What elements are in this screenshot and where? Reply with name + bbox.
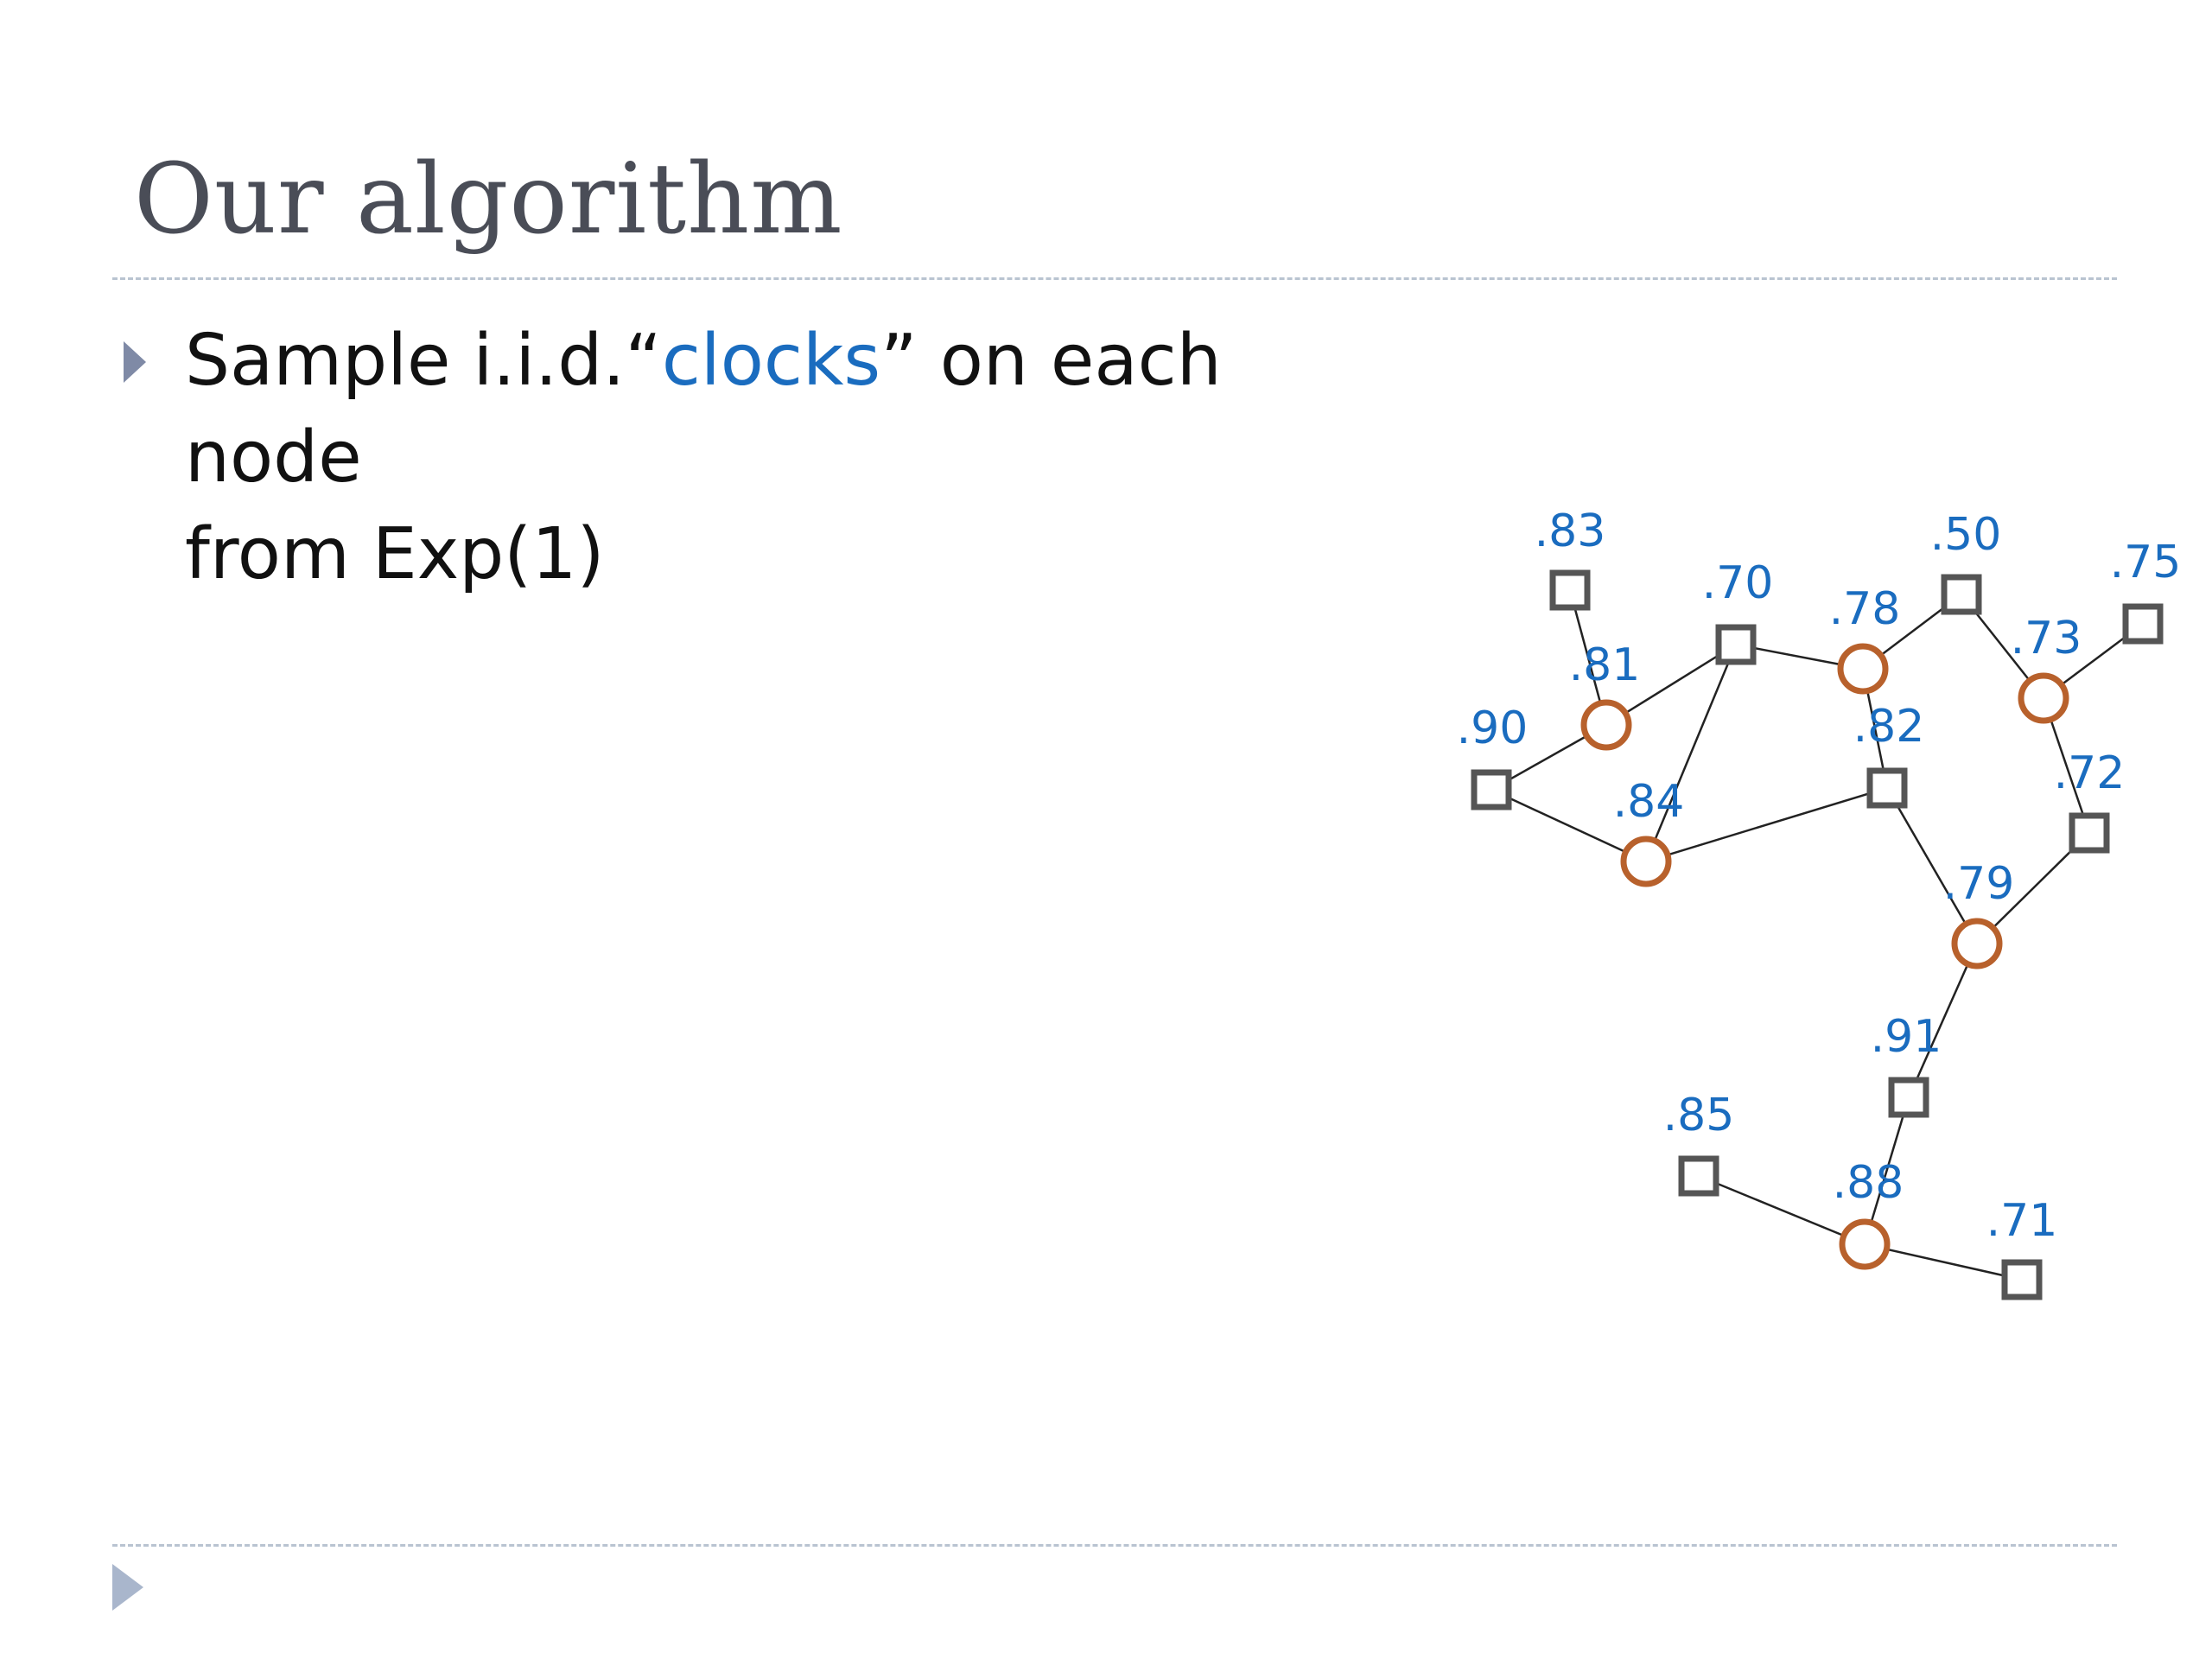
edge-n82-n79 — [1885, 787, 1979, 944]
circle-node-n79 — [1951, 918, 2003, 969]
bullet-text-prefix: Sample i.i.d.“ — [185, 320, 662, 402]
edge-n85-n88 — [1698, 1174, 1866, 1246]
node-label-n50: .50 — [1930, 509, 2002, 561]
title-divider — [112, 277, 2117, 280]
edge-n91-n88 — [1863, 1096, 1910, 1245]
footer-divider — [112, 1544, 2117, 1547]
bullet-text-suffix: ” on each node — [185, 320, 1222, 499]
node-label-n90: .90 — [1457, 702, 1529, 754]
circle-node-n73 — [2018, 672, 2069, 724]
square-node-n90 — [1471, 769, 1512, 810]
square-node-n71 — [2001, 1259, 2043, 1300]
edge-n84-n70 — [1644, 644, 1738, 862]
bullet-arrow-icon — [124, 341, 146, 383]
node-label-n70: .70 — [1702, 557, 1774, 609]
square-node-n50 — [1941, 574, 1982, 615]
circle-node-n88 — [1839, 1218, 1891, 1270]
square-node-n83 — [1549, 569, 1591, 611]
edge-n84-n82 — [1645, 786, 1888, 863]
footer-arrow-icon — [112, 1564, 143, 1611]
node-label-n75: .75 — [2110, 537, 2182, 588]
square-node-n85 — [1678, 1155, 1719, 1197]
node-label-n84: .84 — [1613, 776, 1685, 828]
bullet-text-line2: from Exp(1) — [185, 513, 605, 595]
node-label-n72: .72 — [2054, 747, 2126, 799]
node-label-n78: .78 — [1829, 583, 1901, 635]
edge-n88-n71 — [1864, 1243, 2023, 1281]
circle-node-n81 — [1580, 699, 1632, 751]
slide-title: Our algorithm — [134, 143, 843, 256]
node-label-n81: .81 — [1569, 639, 1641, 691]
node-label-n83: .83 — [1535, 505, 1606, 557]
node-label-n85: .85 — [1663, 1090, 1735, 1141]
node-label-n71: .71 — [1986, 1195, 2058, 1247]
edge-n90-n84 — [1491, 788, 1647, 863]
graph-nodes — [1471, 569, 2164, 1300]
node-label-n73: .73 — [2011, 613, 2082, 664]
node-label-n79: .79 — [1943, 858, 2015, 910]
square-node-n72 — [2069, 812, 2110, 854]
square-node-n91 — [1888, 1077, 1929, 1118]
circle-node-n78 — [1837, 643, 1889, 695]
bullet-text-highlight: clocks — [661, 320, 881, 402]
node-label-n82: .82 — [1853, 701, 1925, 753]
bullet-text: Sample i.i.d.“clocks” on each node from … — [185, 313, 1395, 603]
node-label-n88: .88 — [1833, 1157, 1904, 1209]
edge-n79-n91 — [1907, 943, 1979, 1098]
square-node-n70 — [1715, 624, 1757, 665]
node-label-n91: .91 — [1871, 1011, 1942, 1063]
circle-node-n84 — [1620, 836, 1672, 887]
square-node-n75 — [2122, 603, 2164, 645]
square-node-n82 — [1866, 767, 1908, 809]
graph-labels: .83 .70 .78 .50 .75 .81 .73 .90 .82 .72 .84 .79 .91.… — [1457, 505, 2182, 1247]
